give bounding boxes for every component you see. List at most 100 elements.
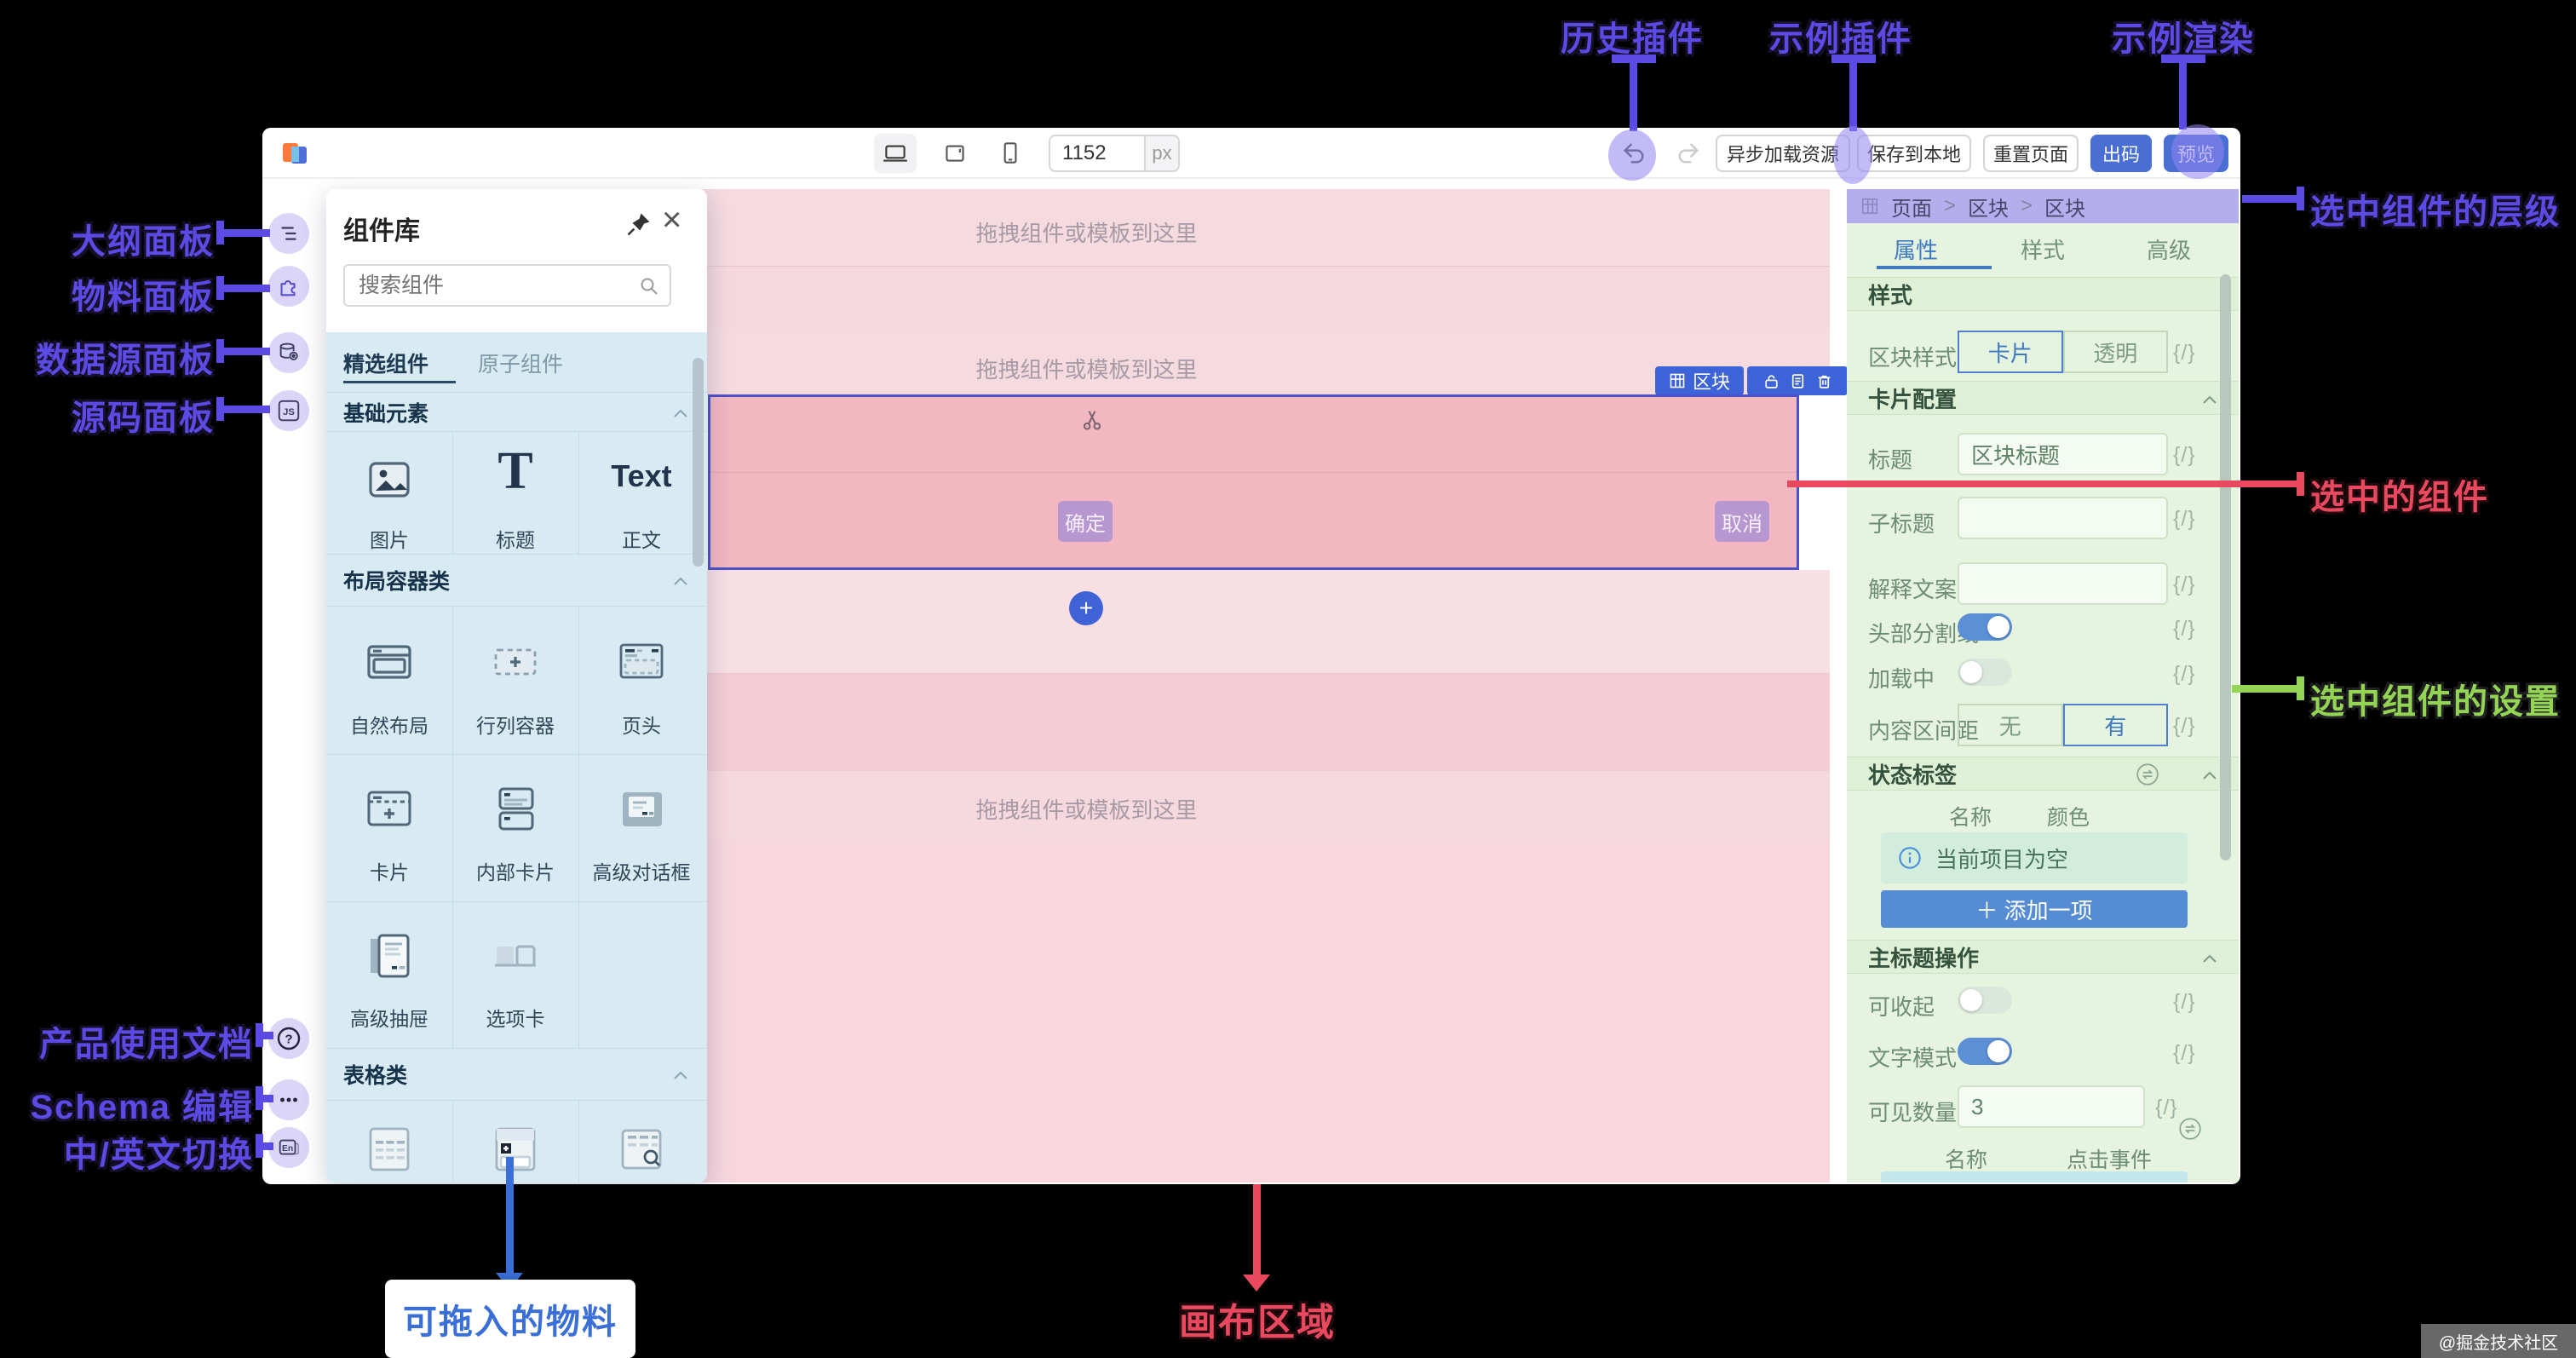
save-local-button[interactable]: 保存到本地 — [1857, 135, 1971, 172]
code-bind-icon[interactable]: {/} — [2173, 662, 2196, 686]
datasource-panel-button[interactable] — [268, 332, 309, 373]
swap-icon[interactable] — [2177, 1116, 2203, 1142]
section-layout-header[interactable]: 布局容器类 — [326, 554, 707, 607]
component-item-card[interactable] — [362, 782, 417, 837]
component-item-editable-table[interactable] — [488, 1120, 543, 1175]
trash-icon[interactable] — [1815, 372, 1833, 390]
code-bind-icon[interactable]: {/} — [2173, 443, 2196, 467]
settings-scrollbar[interactable] — [2220, 274, 2231, 860]
header-divider-toggle[interactable] — [1958, 613, 2012, 641]
breadcrumb-item-block1[interactable]: 区块 — [1968, 197, 2010, 221]
empty-status-text: 当前项目为空 — [1935, 846, 2069, 872]
option-transparent[interactable]: 透明 — [2062, 331, 2168, 373]
breadcrumb-item-block2[interactable]: 区块 — [2044, 197, 2086, 221]
tab-style[interactable]: 样式 — [2021, 238, 2066, 263]
cancel-button[interactable]: 取消 — [1715, 501, 1769, 542]
code-bind-icon[interactable]: {/} — [2173, 507, 2196, 531]
option-none[interactable]: 无 — [1958, 704, 2063, 746]
async-load-button[interactable]: 异步加载资源 — [1716, 135, 1850, 172]
editor-window: px 异步加载资源 保存到本地 重置页面 出码 预览 — [262, 128, 2240, 1184]
collapsible-toggle[interactable] — [1958, 987, 2012, 1014]
code-bind-icon[interactable]: {/} — [2173, 1041, 2196, 1065]
component-item-dialog[interactable] — [614, 782, 669, 837]
reset-page-button[interactable]: 重置页面 — [1983, 135, 2079, 172]
component-item-natural-layout[interactable] — [362, 635, 417, 689]
code-bind-icon[interactable]: {/} — [2173, 341, 2196, 365]
tab-props[interactable]: 属性 — [1894, 238, 1939, 263]
annotation-materials-box: 可拖入的物料 — [385, 1280, 635, 1358]
component-label: 行列容器 — [476, 715, 555, 737]
chevron-up-icon[interactable] — [673, 1070, 688, 1080]
library-search-box — [343, 264, 671, 307]
loading-toggle[interactable] — [1958, 659, 2012, 686]
outline-panel-button[interactable] — [268, 213, 309, 254]
selected-block[interactable]: 确定 取消 — [708, 394, 1799, 570]
breadcrumb-item-page[interactable]: 页面 — [1891, 197, 1932, 221]
confirm-button[interactable]: 确定 — [1058, 501, 1113, 542]
undo-button[interactable] — [1615, 135, 1653, 172]
annotation-schema-edit: Schema 编辑 — [30, 1089, 254, 1126]
component-item-pageheader[interactable] — [614, 635, 669, 689]
chevron-up-icon[interactable] — [2202, 394, 2217, 405]
option-card[interactable]: 卡片 — [1958, 331, 2063, 373]
swap-icon[interactable] — [2135, 762, 2160, 787]
card-desc-input[interactable] — [1958, 562, 2168, 605]
option-has[interactable]: 有 — [2062, 704, 2168, 746]
sourcecode-panel-button[interactable]: JS — [268, 390, 309, 431]
block-tag-button[interactable]: 区块 — [1655, 366, 1744, 395]
section-basic-header[interactable]: 基础元素 — [326, 392, 707, 432]
component-item-table[interactable] — [362, 1120, 417, 1175]
language-switch-button[interactable]: En — [268, 1127, 309, 1168]
component-item-image[interactable] — [362, 452, 417, 506]
field-label: 子标题 — [1868, 511, 1935, 537]
components-panel-button[interactable] — [268, 266, 309, 307]
card-subtitle-input[interactable] — [1958, 497, 2168, 539]
pin-icon[interactable] — [626, 211, 652, 237]
close-icon[interactable]: × — [662, 201, 682, 239]
chevron-up-icon[interactable] — [2202, 770, 2217, 780]
annotation-connector — [216, 339, 224, 363]
tab-advanced[interactable]: 高级 — [2147, 238, 2192, 263]
text-mode-toggle[interactable] — [1958, 1038, 2012, 1065]
visible-count-input[interactable] — [1958, 1085, 2145, 1128]
component-item-inner-card[interactable] — [488, 782, 543, 837]
code-bind-icon[interactable]: {/} — [2173, 714, 2196, 738]
card-title-input[interactable] — [1958, 433, 2168, 475]
tab-atomic[interactable]: 原子组件 — [478, 353, 564, 377]
component-item-tabs[interactable] — [488, 929, 543, 983]
help-doc-button[interactable]: ? — [268, 1018, 309, 1059]
chevron-up-icon[interactable] — [673, 408, 688, 418]
component-item-text[interactable]: Text — [611, 458, 672, 493]
component-item-rowcol[interactable] — [488, 635, 543, 689]
lock-icon[interactable] — [1762, 372, 1780, 390]
component-item-title[interactable]: T — [497, 442, 533, 500]
preview-button[interactable]: 预览 — [2164, 135, 2228, 172]
code-bind-icon[interactable]: {/} — [2173, 573, 2196, 596]
component-item-query-table[interactable] — [614, 1120, 669, 1175]
canvas-width-input[interactable] — [1050, 136, 1144, 170]
section-table-header[interactable]: 表格类 — [326, 1048, 707, 1101]
device-phone-button[interactable] — [988, 134, 1031, 173]
copy-icon[interactable] — [1789, 372, 1807, 390]
library-search-input[interactable] — [357, 268, 630, 303]
drawer-icon — [371, 934, 410, 978]
code-bind-icon[interactable]: {/} — [2173, 617, 2196, 641]
schema-edit-button[interactable] — [268, 1079, 309, 1120]
add-component-button[interactable]: + — [1069, 591, 1103, 625]
component-label: 高级抽屉 — [350, 1008, 428, 1030]
laptop-icon — [883, 145, 907, 162]
library-scrollbar[interactable] — [693, 358, 704, 567]
tab-featured[interactable]: 精选组件 — [343, 353, 429, 377]
add-item-button[interactable]: ＋ 添加一项 — [1881, 890, 2188, 928]
code-bind-icon[interactable]: {/} — [2155, 1096, 2178, 1119]
device-tablet-button[interactable] — [934, 134, 976, 173]
chevron-up-icon[interactable] — [2202, 953, 2217, 964]
code-bind-icon[interactable]: {/} — [2173, 990, 2196, 1014]
export-code-button[interactable]: 出码 — [2090, 135, 2152, 172]
chevron-up-icon[interactable] — [673, 576, 688, 586]
ops-col-event: 点击事件 — [2067, 1148, 2153, 1172]
device-desktop-button[interactable] — [874, 134, 917, 173]
component-item-drawer[interactable] — [362, 929, 417, 983]
redo-button[interactable] — [1670, 135, 1707, 172]
info-icon — [1899, 847, 1921, 869]
